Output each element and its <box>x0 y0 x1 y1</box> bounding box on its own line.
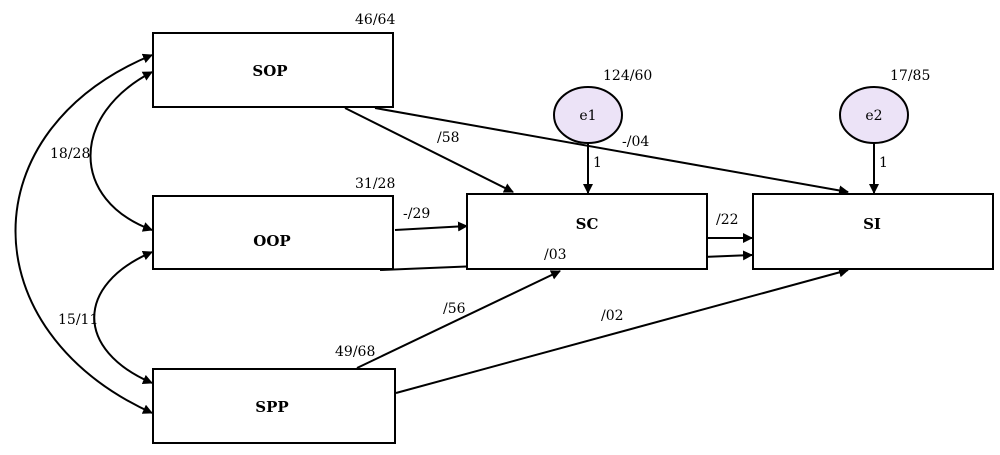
path-spp-si <box>395 267 849 394</box>
node-si-box <box>752 193 994 270</box>
node-sop-label: SOP <box>252 62 287 80</box>
cov-oop-spp: 15/11 <box>58 312 98 328</box>
node-oop-label: OOP <box>253 232 290 250</box>
node-sop-box <box>152 32 394 108</box>
path-spp-sc <box>356 270 561 369</box>
coef-sop-sc: /58 <box>437 130 460 146</box>
path-sop-si <box>374 107 849 196</box>
node-spp-label: SPP <box>255 398 288 416</box>
error-e2-label: e2 <box>865 108 882 124</box>
node-spp-box <box>152 368 396 444</box>
error-e1-label: e1 <box>579 108 596 124</box>
covariance-sop-spp-arc <box>14 53 153 414</box>
cov-sop-oop: 18/28 <box>50 146 90 162</box>
path-sop-sc <box>344 107 514 193</box>
node-si-label: SI <box>863 215 881 233</box>
coef-e1-sc: 1 <box>593 155 602 171</box>
coef-oop-sc: -/29 <box>403 206 430 222</box>
node-oop-box <box>152 195 394 270</box>
error-e1-variance: 124/60 <box>603 68 652 84</box>
covariance-sop-oop-arc <box>89 71 153 232</box>
coef-e2-si: 1 <box>879 155 888 171</box>
coef-oop-si: /03 <box>544 247 567 263</box>
error-e1-ellipse <box>553 86 623 144</box>
coef-spp-si: /02 <box>601 308 624 324</box>
node-sc-box <box>466 193 708 270</box>
node-spp-variance: 49/68 <box>335 344 375 360</box>
path-oop-sc <box>394 221 468 232</box>
error-e2-ellipse <box>839 86 909 144</box>
node-sop-variance: 46/64 <box>355 12 395 28</box>
coef-sop-si: -/04 <box>622 134 649 150</box>
node-sc-label: SC <box>576 215 599 233</box>
error-e2-variance: 17/85 <box>890 68 930 84</box>
coef-sc-si: /22 <box>716 212 739 228</box>
covariance-oop-spp-arc <box>93 250 153 385</box>
node-oop-variance: 31/28 <box>355 176 395 192</box>
coef-spp-sc: /56 <box>443 301 466 317</box>
